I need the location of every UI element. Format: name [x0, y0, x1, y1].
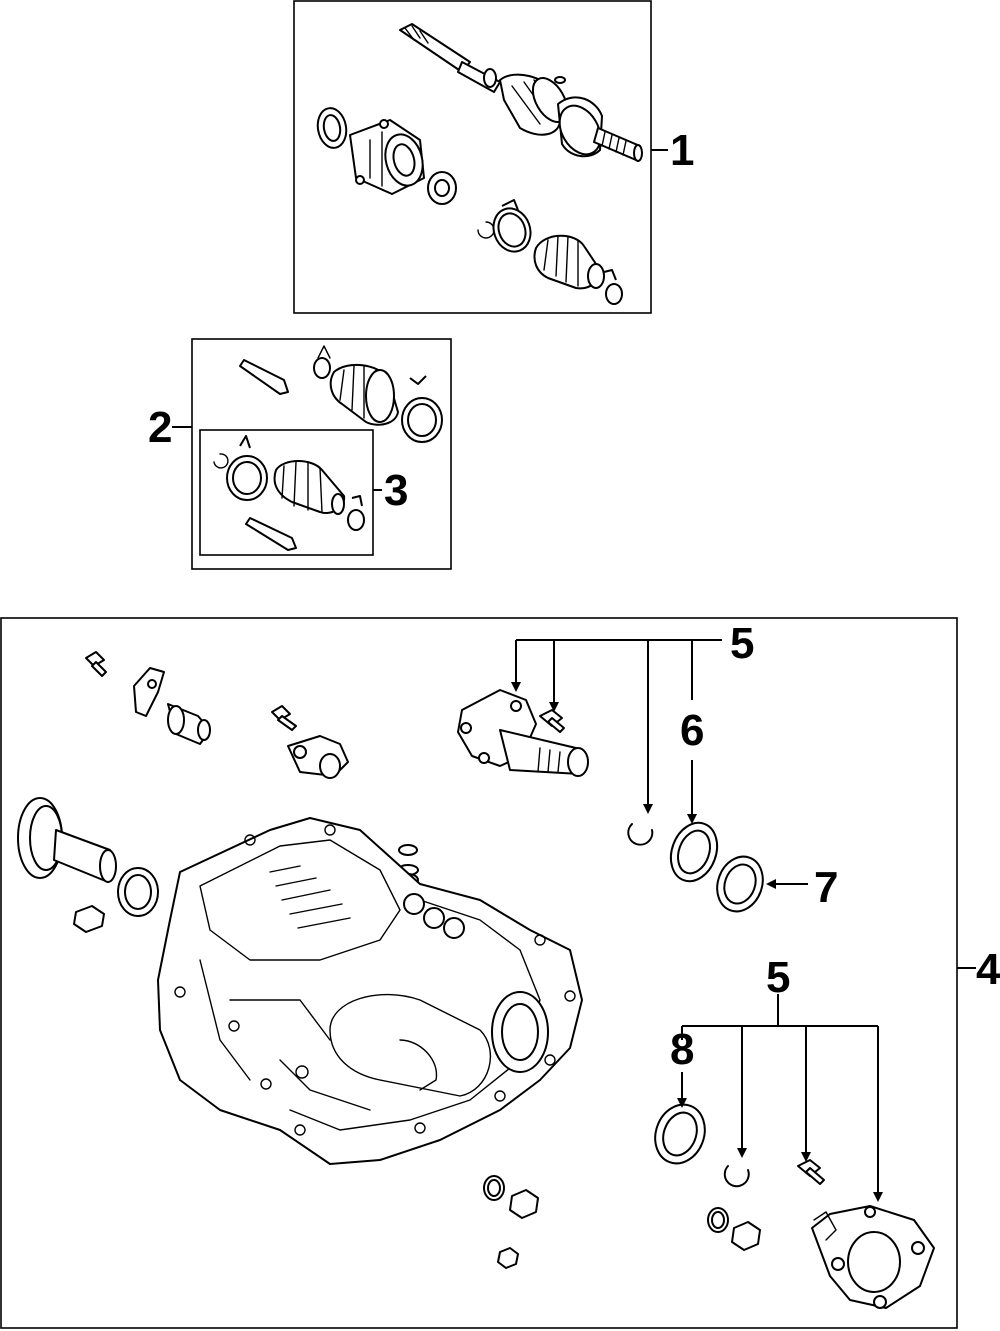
seal-8: [654, 1103, 706, 1165]
seal-7: [716, 855, 764, 913]
callout-2: 2: [148, 403, 172, 452]
speed-sensor: [167, 703, 211, 745]
tripod-joint: [427, 171, 457, 205]
snap-ring-seal: [316, 107, 348, 149]
side-flange-upper: [457, 689, 589, 777]
callout-5-lower-leaders: [681, 994, 883, 1202]
seal-6: [669, 821, 719, 883]
boot-kit-outer-frame: [191, 338, 452, 570]
side-flange-lower: [811, 1205, 935, 1309]
snap-ring-upper: [627, 823, 654, 846]
differential-assembly-group[interactable]: 5 6 7 5 8 4: [0, 617, 1000, 1329]
hub-bolt-upper: [539, 709, 565, 733]
outer-boot-kit-parts: [239, 345, 443, 443]
bolt-2: [271, 705, 297, 731]
fill-plug: [509, 1189, 539, 1219]
nut-small: [497, 1247, 519, 1269]
actuator-sensor: [287, 735, 349, 779]
snap-ring-lower: [723, 1165, 750, 1188]
inboard-joint-housing: [349, 119, 425, 195]
callout-5-upper-leaders: [511, 639, 722, 824]
hub-bolt-lower: [797, 1159, 825, 1185]
boot-kit-inner-frame: [199, 429, 374, 556]
callout-5-upper: 5: [730, 619, 754, 668]
drive-shaft-assembly-group[interactable]: 1: [293, 0, 694, 314]
differential-assembly-frame: [0, 617, 958, 1329]
drain-plug-gasket: [707, 1207, 729, 1233]
drain-plug: [73, 905, 105, 933]
callout-3: 3: [384, 466, 408, 515]
differential-housing: [157, 817, 583, 1165]
callout-5-lower: 5: [766, 953, 790, 1002]
boot-clamps: [477, 199, 532, 253]
callout-6: 6: [680, 706, 704, 755]
drive-shaft-assembly-frame: [293, 0, 652, 314]
inner-boot-kit-parts: [213, 435, 365, 551]
input-seal: [117, 867, 159, 917]
callout-1: 1: [670, 126, 694, 175]
cv-boot: [533, 234, 623, 305]
fill-plug-gasket: [483, 1175, 505, 1201]
sensor-bracket: [133, 667, 165, 717]
drain-plug-2: [731, 1221, 761, 1251]
callout-7: 7: [814, 863, 838, 912]
callout-4: 4: [976, 945, 1000, 994]
input-shaft-flange: [17, 797, 117, 883]
bolt-1: [85, 651, 107, 677]
callout-8: 8: [670, 1025, 694, 1074]
drive-shaft-illustration: [399, 23, 643, 162]
boot-kit-group[interactable]: 2 3: [148, 338, 452, 570]
